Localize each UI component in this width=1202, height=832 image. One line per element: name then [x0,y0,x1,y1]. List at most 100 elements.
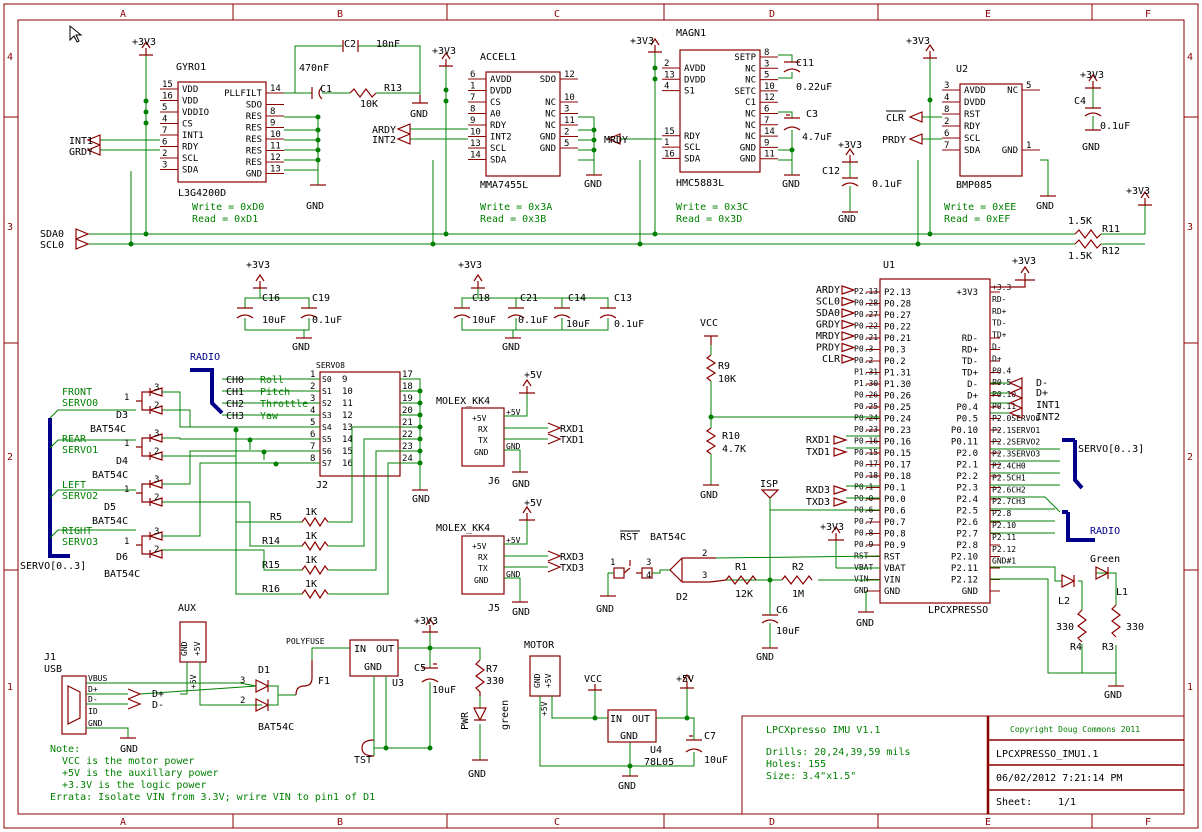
j2-right-num-0: 17 [402,370,413,380]
u4-in: IN [610,714,622,725]
gyro-gnd: GND [306,201,324,212]
u1-left-pin-14: P0.15 [884,449,911,459]
j2-left-num-0: 1 [310,370,315,380]
j1-ref: J1 [44,652,56,663]
vcc-divider: VCC R9 10K R10 4.7K GND [700,318,880,501]
u1-left-net-10: P0.25 [854,402,878,411]
j2-left-pin-7: S7 [322,459,332,468]
c6-ref: C6 [776,605,788,616]
u4-out: OUT [632,714,650,725]
servo-diode-1-pin3: 3 [154,429,159,439]
vbat-supply: +3V3 [820,522,844,533]
r14-value: 1K [305,531,317,542]
tb-drills: Drills: 20,24,39,59 mils [766,747,911,758]
gyro-grdy-port: GRDY [69,147,93,158]
d2-pin3: 3 [702,571,707,581]
magn-rpin-2-label: NC [745,76,756,86]
u1-left-net-16: P0.18 [854,471,878,480]
r11-supply-label: +3V3 [1126,186,1150,197]
baro-R-pinnum-5: 1 [1026,141,1031,151]
frame-col-d: D [769,9,775,20]
j2-mid-num-7: 16 [342,459,353,469]
c16-value: 10uF [262,315,286,326]
servo3-net: SERVO3 [62,537,98,548]
u1-supply: +3V3 [1012,256,1036,267]
j6-rxd1-port: RXD1 [560,424,584,435]
usb-pin-3: ID [88,707,98,716]
c3-value: 4.7uF [802,132,832,143]
baro-L-pinnum-3: 2 [944,117,949,127]
u1-right-net-10: P0.11 [992,402,1016,411]
u1-right-net-3: TD- [992,319,1006,328]
u1-left-net-22: P0.9 [854,540,873,549]
baro-read-addr: Read = 0xEF [944,214,1010,225]
c18-ref: C18 [472,293,490,304]
aux-pin-5v: +5V [193,641,202,656]
motor-pin-5v: +5V [544,673,553,688]
reset-circuit: ISP +3V3 12K R1 1M R2 C6 10uF GND 2 3 D2… [596,479,881,663]
u1-left-net-14: P0.15 [854,448,878,457]
j2-right-num-7: 24 [402,454,413,464]
d1-pin2: 2 [240,696,245,706]
baro-rpin-5-label: GND [1002,146,1018,156]
r1-value: 12K [735,589,753,600]
c11-ref: C11 [796,58,814,69]
servo-diode-0-pin2: 2 [154,401,159,411]
usb-dp-port: D+ [152,689,164,700]
j2-left-num-6: 7 [310,442,315,452]
u1-left-pin-4: P0.21 [884,334,911,344]
baro-L-pinnum-5: 7 [944,141,949,151]
u1-ref: U1 [883,260,895,271]
j5-net-gnd: GND [506,570,521,579]
u4-ref: U4 [650,745,662,756]
u1-left-net-9: P0.26 [854,391,878,400]
u1-right-net-11: P2.0SERVO0 [992,414,1040,423]
accel-gnd: GND [584,179,602,190]
u1-left-pin-17: P0.1 [884,484,906,494]
r3-ref: R3 [1102,642,1114,653]
u1-left-pin-16: P0.18 [884,472,911,482]
usb-pin-2: D- [88,695,98,704]
u1-serial-flag [833,435,848,445]
j6-pin-gnd: GND [474,448,489,457]
d5-part: BAT54C [92,516,128,527]
u1-right-net-9: P0.10 [992,390,1016,399]
j2-mid-num-5: 14 [342,435,353,445]
r16-ref: R16 [262,584,280,595]
u1-left-pin-10: P0.25 [884,403,911,413]
accel-L-pinnum-1: 1 [470,82,475,92]
servo-diode-3-pin2: 2 [154,545,159,555]
j2-left-pin-6: S6 [322,447,332,456]
u1-right-pin-14: P2.0 [956,449,978,459]
d5-ref: D5 [104,502,116,513]
radio-roll: Roll [260,375,284,386]
pwr-led-color: green [500,700,511,730]
l1-ref: L1 [1116,587,1128,598]
u1-int1-port: INT1 [1036,400,1060,411]
magn-rpin-9-label: GND [740,155,756,165]
gyro-part: L3G4200D [178,188,226,199]
u1-left-pin-9: P0.26 [884,392,911,402]
gyro-read-addr: Read = 0xD1 [192,214,258,225]
magn-pin-0-label: AVDD [684,64,706,74]
u1-left-pin-2: P0.27 [884,311,911,321]
d2-pin2: 2 [702,549,707,559]
u1-port-0: ARDY [816,285,840,296]
servo-diode-2 [136,479,163,507]
j2-right-num-3: 20 [402,406,413,416]
frame-col-d-bottom: D [769,817,775,828]
j1-usb: USB [44,664,62,675]
u1-right-net-18: P2.7CH3 [992,497,1026,506]
u1-right-net-2: RD+ [992,307,1007,316]
frame-col-b: B [337,9,343,20]
usb-dm-port: D- [152,700,164,711]
accel-pin-7-label: SDA [490,156,507,166]
j2-right-num-5: 22 [402,430,413,440]
d6-part: BAT54C [104,569,140,580]
u1-right-pin-7: TD+ [962,369,979,379]
gyro-L-pinnum-7: 3 [162,161,167,171]
servo-diode-3-pin3: 3 [154,527,159,537]
u1-dm-port: D- [1036,378,1048,389]
j2-mid-num-2: 11 [342,399,353,409]
